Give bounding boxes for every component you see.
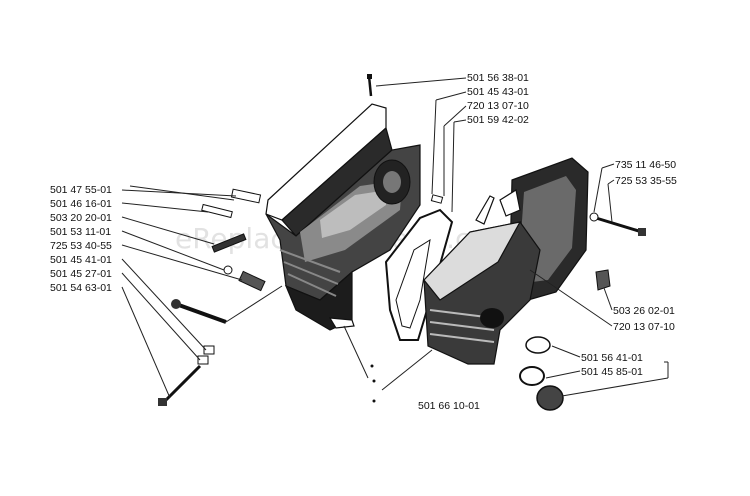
part-number-label: 501 59 42-02 — [467, 114, 529, 126]
right-crankcase-half — [423, 157, 589, 365]
part-number-label: 720 13 07-10 — [613, 321, 675, 333]
part-number-label: 501 54 63-01 — [50, 282, 112, 294]
dowel-dots — [370, 364, 376, 403]
right-bottom-labels: 501 56 41-01 501 45 85-01 — [581, 352, 643, 378]
left-crankcase-half — [265, 103, 421, 331]
part-number-label: 735 11 46-50 — [615, 159, 676, 171]
dowel-pin — [430, 194, 444, 204]
part-number-label: 720 13 07-10 — [467, 100, 529, 112]
leader-lines — [121, 77, 669, 399]
part-number-label: 503 20 20-01 — [50, 212, 112, 224]
part-number-label: 501 45 41-01 — [50, 254, 112, 266]
top-labels: 501 56 38-01 501 45 43-01 720 13 07-10 5… — [467, 72, 529, 126]
top-pin — [367, 74, 373, 97]
part-number-label: 501 45 43-01 — [467, 86, 529, 98]
part-number-label: 503 26 02-01 — [613, 305, 675, 317]
right-small-parts — [519, 212, 646, 411]
left-small-parts — [158, 188, 266, 406]
part-number-label: 725 53 40-55 — [50, 240, 112, 252]
right-top-labels: 735 11 46-50 725 53 35-55 — [615, 159, 677, 187]
part-number-label: 501 46 16-01 — [50, 198, 112, 210]
part-number-label: 501 66 10-01 — [418, 400, 480, 412]
part-number-label: 501 56 41-01 — [581, 352, 643, 364]
part-number-label: 501 45 27-01 — [50, 268, 112, 280]
part-number-label: 501 53 11-01 — [50, 226, 111, 238]
left-labels: 501 47 55-01 501 46 16-01 503 20 20-01 5… — [50, 184, 112, 294]
part-number-label: 725 53 35-55 — [615, 175, 677, 187]
right-mid-labels: 503 26 02-01 720 13 07-10 — [613, 305, 675, 333]
part-number-label: 501 56 38-01 — [467, 72, 529, 84]
part-number-label: 501 45 85-01 — [581, 366, 643, 378]
part-number-label: 501 47 55-01 — [50, 184, 112, 196]
